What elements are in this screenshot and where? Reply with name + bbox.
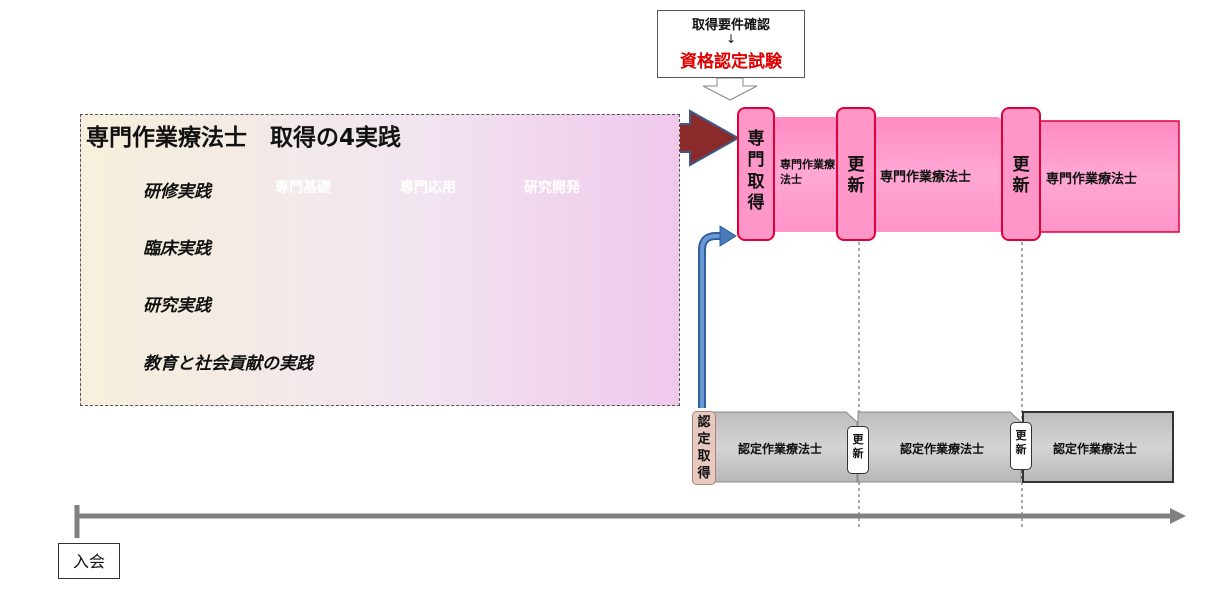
- specialist-acquire-pill: 専門取得: [737, 107, 775, 241]
- blue-arrow-head: [719, 225, 737, 247]
- certified-renew-text-2: 更新: [1015, 429, 1027, 456]
- timeline-arrow-head: [1170, 508, 1186, 524]
- row-label-education: 教育と社会貢献の実践: [143, 354, 313, 374]
- join-label: 入会: [58, 543, 120, 579]
- certified-acquire-text: 認定取得: [697, 415, 711, 481]
- specialist-band: [773, 117, 1008, 232]
- specialist-segment-1: 専門作業療法士: [780, 158, 835, 186]
- callout-requirements-text: 取得要件確認: [691, 18, 770, 33]
- specialist-renew-pill-1: 更新: [836, 107, 876, 241]
- step-basic: 専門基礎: [275, 180, 331, 196]
- certified-renew-text-1: 更新: [852, 433, 864, 460]
- specialist-band-end: [1035, 120, 1180, 233]
- certified-band-3: [1022, 411, 1174, 483]
- specialist-renew-pill-2: 更新: [1001, 107, 1041, 241]
- four-practices-panel: [80, 114, 680, 406]
- specialist-renew-text-2: 更新: [1012, 155, 1030, 197]
- specialist-acquire-text: 専門取得: [747, 129, 765, 213]
- blue-curve-arrow: [698, 232, 722, 408]
- specialist-segment-3: 専門作業療法士: [1046, 172, 1138, 187]
- row-label-training: 研修実践: [143, 182, 211, 202]
- step-research-dev: 研究開発: [524, 180, 580, 196]
- specialist-renew-text-1: 更新: [847, 155, 865, 197]
- row-label-clinical: 臨床実践: [143, 239, 211, 259]
- certified-acquire-pill: 認定取得: [692, 411, 716, 485]
- callout-down-arrow-glyph: ↓: [725, 32, 737, 46]
- certified-segment-3: 認定作業療法士: [1053, 442, 1138, 456]
- panel-title: 専門作業療法士 取得の4実践: [86, 125, 402, 151]
- callout-down-arrow: [702, 77, 758, 101]
- step-applied: 専門応用: [400, 180, 456, 196]
- certified-renew-pill-2: 更新: [1010, 422, 1032, 470]
- certified-segment-2: 認定作業療法士: [900, 442, 985, 456]
- callout-exam-text: 資格認定試験: [680, 52, 782, 72]
- row-label-research: 研究実践: [143, 296, 211, 316]
- specialist-segment-2: 専門作業療法士: [880, 170, 972, 185]
- exam-callout: 取得要件確認 ↓ 資格認定試験: [657, 10, 805, 78]
- certified-segment-1: 認定作業療法士: [738, 442, 823, 456]
- certified-renew-pill-1: 更新: [847, 426, 869, 474]
